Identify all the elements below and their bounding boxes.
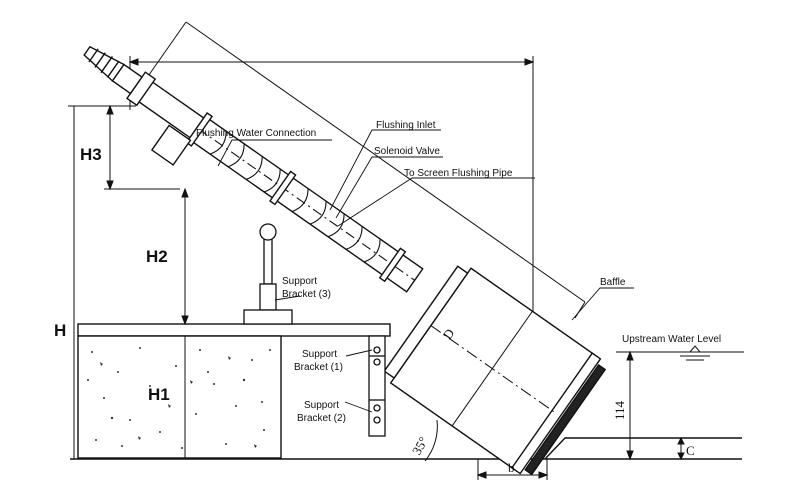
support-bracket-1-2 [368, 335, 386, 437]
support-bracket-3 [243, 223, 293, 325]
leader-lines [217, 129, 634, 413]
dim-C: C [686, 443, 695, 458]
label-support-bracket-1-line2: Bracket (1) [294, 362, 343, 373]
label-support-bracket-3-line1: Support [282, 276, 317, 287]
label-baffle: Baffle [600, 277, 626, 288]
dimension-labels: H H1 H2 H3 D 35° b C 114 [54, 145, 695, 475]
label-support-bracket-3-line2: Bracket (3) [282, 289, 331, 300]
label-support-bracket-2-line2: Bracket (2) [297, 413, 346, 424]
component-labels: Flushing Water Connection Flushing Inlet… [196, 120, 721, 424]
dim-H1: H1 [148, 385, 170, 404]
dim-angle: 35° [409, 434, 431, 457]
label-support-bracket-1-line1: Support [302, 349, 337, 360]
label-flushing-inlet: Flushing Inlet [376, 120, 436, 131]
label-solenoid-valve: Solenoid Valve [374, 146, 440, 157]
dim-water-depth: 114 [612, 400, 627, 420]
label-flushing-water-connection: Flushing Water Connection [196, 128, 316, 139]
screen-basket [383, 265, 607, 476]
dimension-lines [68, 21, 744, 480]
dim-H2: H2 [146, 247, 168, 266]
dim-H3: H3 [80, 145, 102, 164]
dim-H: H [54, 321, 66, 340]
label-support-bracket-2-line1: Support [304, 400, 339, 411]
dim-b: b [508, 460, 515, 475]
floor-slab [70, 323, 742, 460]
label-upstream-water-level: Upstream Water Level [622, 334, 721, 345]
screw-conveyor [83, 45, 424, 293]
concrete-texture [87, 347, 271, 449]
label-to-screen-flushing-pipe: To Screen Flushing Pipe [404, 168, 513, 179]
